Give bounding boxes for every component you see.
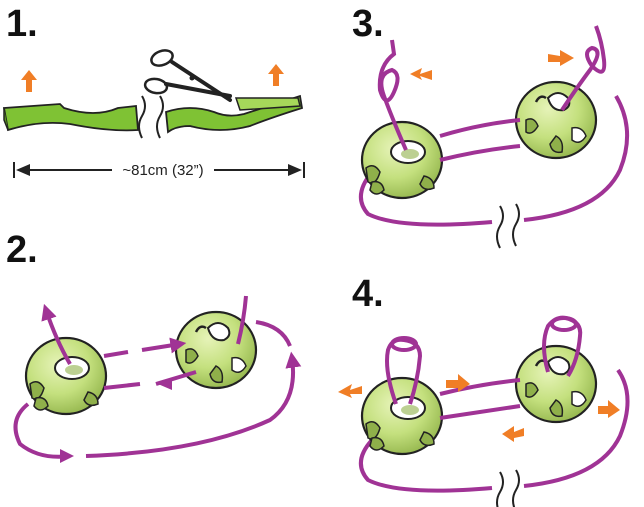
cord-lock-right <box>514 344 598 424</box>
step-2-panel <box>13 295 302 463</box>
measurement-label: ~81cm (32”) <box>122 162 203 179</box>
direction-arrow-icon <box>158 378 172 390</box>
cord <box>439 404 521 420</box>
cord <box>85 351 302 458</box>
step-3-panel <box>359 25 630 249</box>
cord <box>359 438 493 493</box>
direction-arrow-icon <box>548 50 574 66</box>
step-1-panel: ~81cm (32”) <box>2 49 305 179</box>
cord <box>103 350 129 358</box>
cord <box>103 382 141 390</box>
cord-lock-left <box>360 376 444 456</box>
measure-line <box>13 162 305 178</box>
cord <box>523 368 630 488</box>
cord <box>141 337 187 354</box>
cord <box>255 320 292 347</box>
direction-arrow-icon <box>338 384 362 398</box>
break-mark-icon <box>512 469 520 507</box>
cord-lock-right <box>514 80 598 160</box>
cord <box>439 378 521 396</box>
knot <box>560 25 607 112</box>
direction-arrow-icon <box>446 374 470 392</box>
strap-right <box>165 94 304 134</box>
cord <box>439 144 521 162</box>
step-4-panel <box>338 315 630 507</box>
break-mark-icon <box>496 205 504 249</box>
step-3-number: 3. <box>352 3 384 45</box>
scissors-icon <box>143 49 232 102</box>
break-mark-icon <box>512 203 520 247</box>
cord-lock-left <box>360 120 444 200</box>
knot <box>377 39 408 151</box>
strap-left <box>2 103 139 132</box>
direction-arrow-icon <box>598 400 620 418</box>
cord <box>359 170 493 227</box>
up-arrow-icon <box>21 70 37 92</box>
direction-arrow-icon <box>502 426 524 442</box>
cord <box>439 118 521 138</box>
cord <box>523 94 630 222</box>
step-4-number: 4. <box>352 273 384 315</box>
direction-arrow-icon <box>60 449 74 463</box>
cord <box>41 303 72 366</box>
step-1-number: 1. <box>6 3 38 45</box>
cord-lock-left <box>24 336 108 416</box>
step-2-number: 2. <box>6 229 38 271</box>
up-arrow-icon <box>268 64 284 86</box>
break-mark-icon <box>138 95 146 139</box>
direction-arrow-icon <box>410 68 432 80</box>
break-mark-icon <box>156 95 164 139</box>
cord <box>13 402 71 459</box>
cord <box>236 295 248 345</box>
break-mark-icon <box>496 471 504 507</box>
